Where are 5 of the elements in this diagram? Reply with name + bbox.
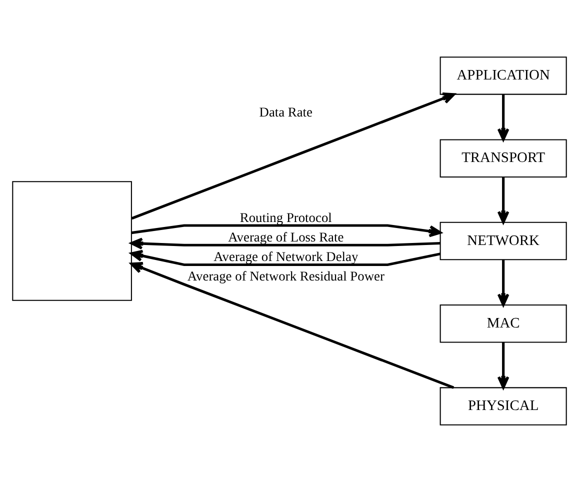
edge-label: Average of Loss Rate [228,229,344,244]
edge-label: Routing Protocol [240,210,332,225]
edge-label: Average of Network Residual Power [187,268,384,284]
edge-label: Data Rate [259,104,312,120]
edge-label: Average of Network Delay [214,249,358,264]
